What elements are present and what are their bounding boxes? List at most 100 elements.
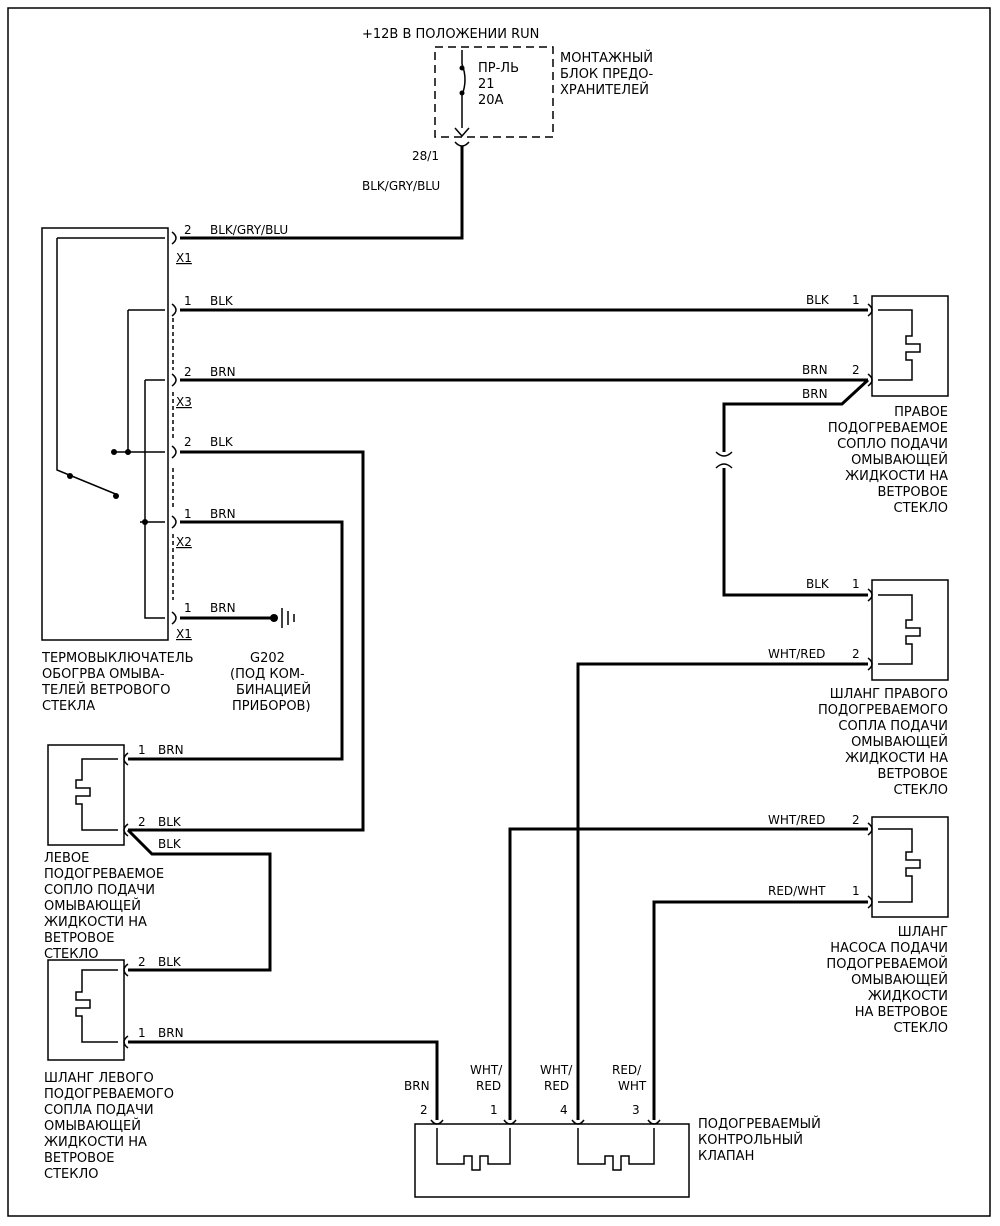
right-nozzle-pin-1: 1 (852, 293, 860, 307)
switch-wire-1: BLK/GRY/BLU (210, 223, 288, 237)
ground-note-1: (ПОД КОМ- (230, 667, 305, 682)
valve-wire-3-b: WHT (618, 1079, 647, 1093)
ground-point (270, 614, 278, 622)
fuse-block: +12В В ПОЛОЖЕНИИ RUN МОНТАЖНЫЙ БЛОК ПРЕД… (180, 27, 654, 240)
wire-brn-splice-right-hose (722, 378, 870, 597)
right-nozzle-splice-wire: BRN (802, 387, 828, 401)
right-nozzle-wire-2: BRN (802, 363, 828, 377)
fuse-block-label-2: БЛОК ПРЕДО- (560, 67, 654, 82)
pump-hose-pin-symbols (867, 822, 873, 909)
pump-hose-pin-1: 2 (852, 813, 860, 827)
left-hose-label-5: ЖИДКОСТИ НА (44, 1135, 147, 1150)
right-hose-label-6: ВЕТРОВОЕ (877, 767, 948, 782)
left-hose-pin-symbols (123, 963, 129, 1049)
switch-node-3 (142, 519, 148, 525)
fuse-pin-label: 28/1 (412, 149, 439, 163)
pump-hose-label-5: ЖИДКОСТИ (868, 989, 948, 1004)
switch-label-3: ТЕЛЕЙ ВЕТРОВОГО (41, 682, 170, 698)
right-hose-heater-icon (878, 594, 921, 665)
pump-hose-outline (871, 816, 949, 918)
pump-hose-label-6: НА ВЕТРОВОЕ (855, 1005, 948, 1020)
right-nozzle-outline (871, 295, 949, 397)
valve-wire-2: BRN (404, 1079, 430, 1093)
switch-wire-4: BLK (210, 435, 234, 449)
right-nozzle-label-7: СТЕКЛО (894, 501, 948, 516)
fuse-label-3: 20А (478, 93, 504, 108)
switch-label-4: СТЕКЛА (42, 699, 95, 714)
switch-node-1 (111, 449, 117, 455)
right-nozzle-pin-symbols (867, 303, 873, 387)
left-hose-label-2: ПОДОГРЕВАЕМОГО (44, 1087, 174, 1102)
left-nozzle-label-2: ПОДОГРЕВАЕМОЕ (44, 867, 164, 882)
fuse-block-outline (434, 46, 554, 138)
right-hose-label-7: СТЕКЛО (894, 783, 948, 798)
switch-label-1: ТЕРМОВЫКЛЮЧАТЕЛЬ (41, 651, 194, 666)
left-hose-wire-1: BLK (158, 955, 182, 969)
valve-label-2: КОНТРОЛЬНЫЙ (698, 1132, 803, 1148)
pump-hose-label-7: СТЕКЛО (894, 1021, 948, 1036)
left-nozzle-splice-wire: BLK (158, 837, 182, 851)
right-hose-wire-1: BLK (806, 577, 830, 591)
switch-pin-4: 2 (184, 435, 192, 449)
switch-internal-feed (56, 237, 165, 496)
left-nozzle-label-7: СТЕКЛО (44, 947, 98, 962)
switch-outline (41, 227, 169, 641)
right-hose-label-2: ПОДОГРЕВАЕМОГО (818, 703, 948, 718)
switch-wire-3: BRN (210, 365, 236, 379)
valve-wire-3-a: RED/ (612, 1063, 642, 1077)
right-hose-label-3: СОПЛА ПОДАЧИ (838, 719, 948, 734)
right-nozzle: BLK 1 BRN 2 BRN ПРАВОЕ ПОДОГРЕВАЕМОЕ СОП… (802, 293, 949, 516)
left-nozzle-wire-1: BRN (158, 743, 184, 757)
pump-hose-label-1: ШЛАНГ (898, 925, 948, 940)
switch-wire-6: BRN (210, 601, 236, 615)
diagram-frame (7, 7, 991, 1217)
left-nozzle-label-3: СОПЛО ПОДАЧИ (44, 883, 155, 898)
right-nozzle-heater-icon (878, 309, 921, 381)
left-hose-heater-icon (75, 969, 118, 1043)
right-nozzle-label-4: ОМЫВАЮЩЕЙ (851, 452, 948, 468)
valve-pin-symbols (430, 1119, 661, 1125)
switch-pin-2: 1 (184, 294, 192, 308)
left-nozzle-pin-1: 1 (138, 743, 146, 757)
right-hose-label-4: ОМЫВАЮЩЕЙ (851, 734, 948, 750)
pump-hose: WHT/RED 2 RED/WHT 1 ШЛАНГ НАСОСА ПОДАЧИ … (768, 813, 949, 1036)
left-hose-label-1: ШЛАНГ ЛЕВОГО (44, 1071, 154, 1086)
switch-contact-2 (113, 493, 119, 499)
valve-outline (414, 1123, 690, 1198)
left-nozzle-label-1: ЛЕВОЕ (44, 851, 89, 866)
switch-wire-5: BRN (210, 507, 236, 521)
inline-connector-symbol (715, 451, 733, 469)
valve-pin-1: 1 (490, 1103, 498, 1117)
pump-hose-label-4: ОМЫВАЮЩЕЙ (851, 972, 948, 988)
right-hose-wire-2: WHT/RED (768, 647, 825, 661)
connector-x1-top: X1 (176, 251, 192, 265)
right-nozzle-label-1: ПРАВОЕ (894, 405, 948, 420)
right-hose-outline (871, 579, 949, 681)
wire-brn-left-nozzle (128, 520, 344, 761)
pump-hose-label-3: ПОДОГРЕВАЕМОЙ (826, 956, 948, 972)
switch-pin-6: 1 (184, 601, 192, 615)
left-hose-label-3: СОПЛА ПОДАЧИ (44, 1103, 154, 1118)
fuse-terminal-bottom (459, 90, 465, 96)
wire-brn-valve-2 (128, 1040, 439, 1120)
valve-wire-1-a: WHT/ (470, 1063, 503, 1077)
left-hose: 2 BLK 1 BRN ШЛАНГ ЛЕВОГО ПОДОГРЕВАЕМОГО … (44, 955, 184, 1182)
right-hose-pin-2: 2 (852, 647, 860, 661)
left-nozzle: 1 BRN 2 BLK BLK ЛЕВОЕ ПОДОГРЕВАЕМОЕ СОПЛ… (44, 743, 184, 962)
ground-id: G202 (250, 651, 285, 666)
valve-pin-2: 2 (420, 1103, 428, 1117)
left-hose-label-4: ОМЫВАЮЩЕЙ (44, 1118, 141, 1134)
fuse-block-label-3: ХРАНИТЕЛЕЙ (560, 82, 649, 98)
left-nozzle-heater-icon (75, 758, 118, 831)
wire-red-wht-valve-3 (652, 900, 868, 1120)
left-hose-wire-2: BRN (158, 1026, 184, 1040)
valve-wire-4-b: RED (544, 1079, 569, 1093)
fuse-symbol (461, 50, 466, 128)
switch-pin-3: 2 (184, 365, 192, 379)
switch-wire-2: BLK (210, 294, 234, 308)
connector-x1-bottom: X1 (176, 627, 192, 641)
switch-bus-2 (140, 379, 165, 619)
right-nozzle-label-3: СОПЛО ПОДАЧИ (837, 437, 948, 452)
switch-label-2: ОБОГРВА ОМЫВА- (42, 667, 165, 682)
